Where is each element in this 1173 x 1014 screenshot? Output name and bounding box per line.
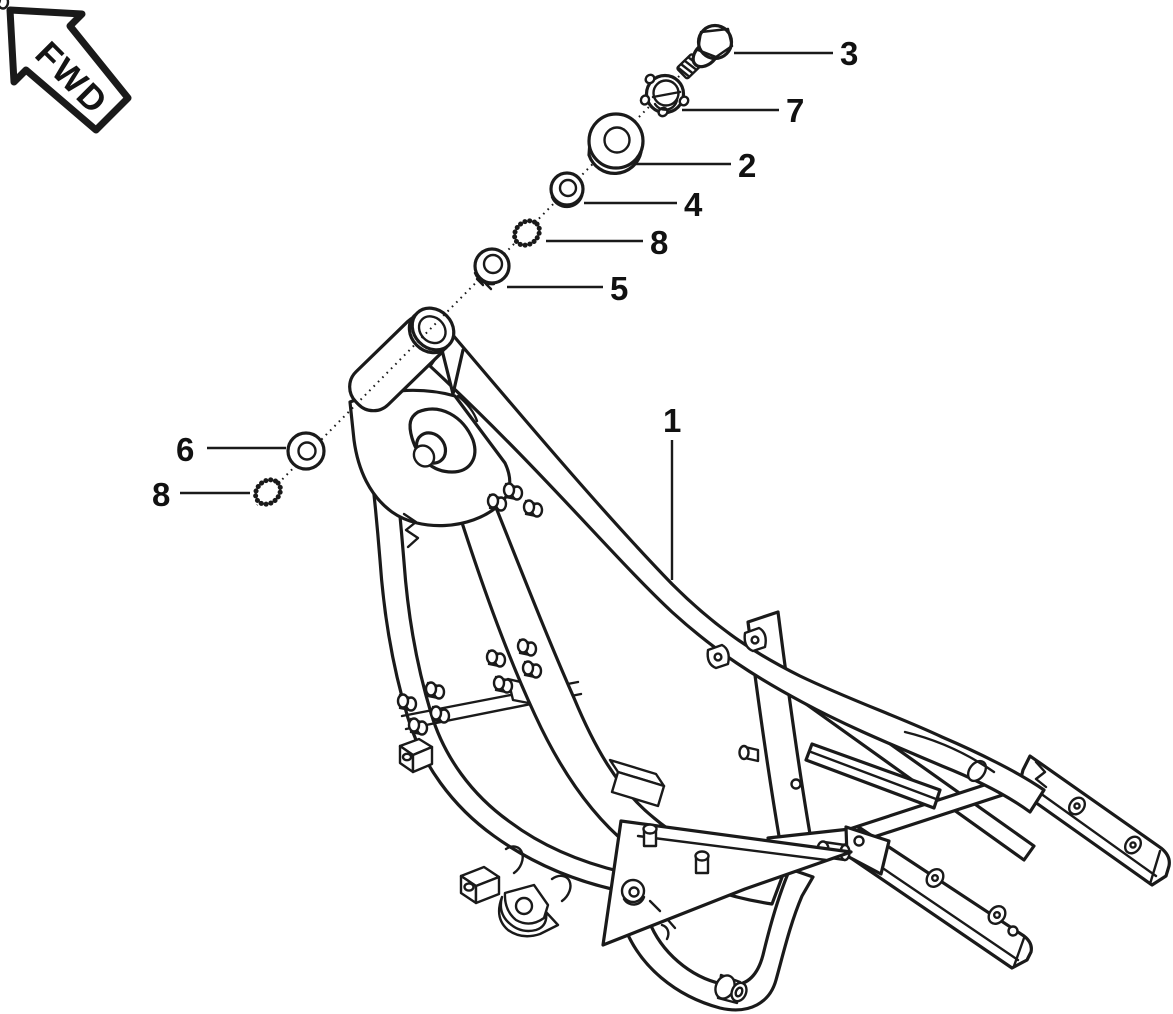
dust-seal-cover xyxy=(587,112,645,175)
upper-bearing-race xyxy=(549,171,585,209)
lower-bearing-race xyxy=(286,431,326,471)
callout-8-lower: 8 xyxy=(152,476,170,513)
upper-footrest-rail xyxy=(1016,754,1171,887)
frame-bracket-cube xyxy=(459,865,501,905)
backbone-lug xyxy=(743,626,767,653)
hump-hole xyxy=(966,759,988,783)
tube-sleeve-mark xyxy=(504,845,524,875)
callout-5: 5 xyxy=(610,270,628,307)
callout-2: 2 xyxy=(738,147,756,184)
callout-1: 1 xyxy=(663,402,681,439)
plate-stud xyxy=(642,823,658,848)
gusset-tear-mark xyxy=(402,512,420,549)
head-tube xyxy=(348,306,456,413)
gusset-bushing-cone xyxy=(412,431,448,468)
fwd-direction-arrow: FWD xyxy=(6,6,132,134)
callout-7: 7 xyxy=(786,92,804,129)
hex-flange-bolt xyxy=(676,23,734,80)
rear-bottom-loop xyxy=(623,867,815,1012)
castellated-adjuster-nut xyxy=(639,73,690,118)
callout-4: 4 xyxy=(684,186,703,223)
callout-8-upper: 8 xyxy=(650,224,668,261)
frame-clamp-bracket xyxy=(497,883,560,938)
seat-tube-hole xyxy=(790,778,802,790)
backbone-lug xyxy=(706,643,730,670)
plate-stud xyxy=(694,850,710,875)
plate-hatch-marks xyxy=(648,899,677,941)
ball-bearing-retainer-lower xyxy=(253,477,283,507)
callout-3: 3 xyxy=(840,35,858,72)
channel-bracket xyxy=(608,758,666,808)
ball-bearing-retainer-upper xyxy=(512,218,542,248)
frame-bracket-cube xyxy=(398,737,434,774)
fwd-arrow-outline xyxy=(6,6,132,134)
head-gusset-plate xyxy=(348,388,512,549)
callouts: 3 7 2 4 8 5 1 6 8 xyxy=(152,35,858,580)
callout-6: 6 xyxy=(176,431,194,468)
loop-bung xyxy=(714,973,748,1005)
exploded-parts xyxy=(253,23,734,507)
engine-mount-plate xyxy=(601,819,853,947)
lower-footrest-rail xyxy=(816,825,1033,970)
tube-sleeve-mark xyxy=(550,874,572,903)
rear-cross-plate xyxy=(804,742,942,810)
plate-washer xyxy=(620,878,646,906)
backbone-tube xyxy=(428,332,1046,814)
seat-tube-stub xyxy=(738,744,760,763)
outer-bearing-race xyxy=(473,247,511,291)
mount-knobs xyxy=(0,0,544,736)
hump-fold-line xyxy=(903,730,996,774)
